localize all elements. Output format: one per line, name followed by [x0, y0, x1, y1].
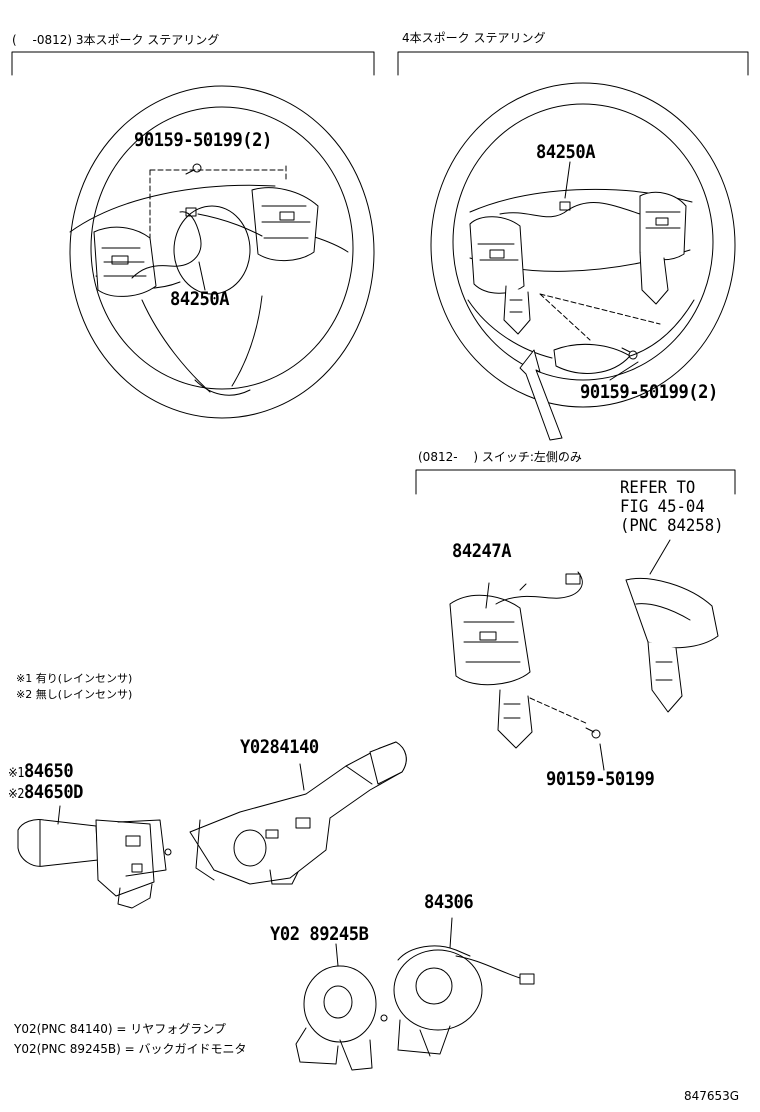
- steering-switch-left-three-spoke: [94, 227, 156, 296]
- leaders-sensor: [336, 944, 338, 966]
- part-number-84650: 84650: [23, 760, 74, 782]
- switch-harness-three-spoke: [132, 166, 286, 278]
- headlamp-switch: [18, 819, 171, 908]
- section-bracket-left-switch: [416, 470, 735, 494]
- part-number-84650d: 84650D: [23, 781, 84, 803]
- refer-line-3: (PNC 84258): [620, 516, 724, 536]
- steering-wheel-three-spoke: [70, 86, 374, 418]
- steering-switch-right-four-spoke: [640, 192, 686, 304]
- part-number-wiper-switch: Y0284140: [240, 736, 319, 758]
- part-number-switch-four-spoke: 84250A: [536, 141, 596, 163]
- section-title-four-spoke: 4本スポーク ステアリング: [402, 31, 546, 45]
- part-number-bolt-single: 90159-50199: [546, 768, 655, 790]
- figure-code: 847653G: [684, 1089, 740, 1103]
- note-with-rain-sensor: ※1 有り(レインセンサ): [16, 672, 133, 685]
- refer-line-1: REFER TO: [620, 478, 696, 498]
- switch-harness-four-spoke: [500, 202, 660, 340]
- leaders-left-switch: [486, 540, 670, 770]
- bolt-84247a: [586, 728, 600, 738]
- sensor-89245b: [296, 966, 387, 1070]
- note-marker-2: ※2: [8, 787, 24, 802]
- refer-line-2: FIG 45-04: [620, 497, 705, 517]
- part-number-headlamp-1: ※184650: [8, 760, 74, 782]
- legend-rear-fog: Y02(PNC 84140) = リヤフォグランプ: [14, 1022, 226, 1036]
- bolt-three-spoke: [186, 164, 201, 174]
- note-marker-1: ※1: [8, 766, 24, 781]
- wiper-switch: [190, 742, 406, 884]
- steering-switch-left-four-spoke: [470, 217, 530, 334]
- section-bracket-three-spoke: [12, 52, 374, 75]
- leaders-wiper: [300, 764, 304, 790]
- switch-cover-refer: [626, 578, 718, 712]
- bolt-four-spoke: [622, 348, 637, 359]
- part-number-switch-84247a: 84247A: [452, 540, 512, 562]
- switch-assembly-84247a: [450, 572, 588, 748]
- part-number-bolt-three-spoke: 90159-50199(2): [134, 129, 272, 151]
- part-number-spiral-cable: 84306: [424, 891, 474, 913]
- part-number-bolt-four-spoke: 90159-50199(2): [580, 381, 718, 403]
- arrow-four-spoke: [520, 350, 562, 440]
- part-number-sensor: Y02 89245B: [270, 923, 369, 945]
- section-bracket-four-spoke: [398, 52, 748, 75]
- part-number-headlamp-2: ※284650D: [8, 783, 83, 802]
- section-title-three-spoke: ( -0812) 3本スポーク ステアリング: [12, 33, 220, 47]
- leaders-three-spoke: [199, 262, 205, 290]
- section-title-left-switch: (0812- ) スイッチ:左側のみ: [418, 450, 582, 464]
- leaders-headlamp: [58, 806, 60, 824]
- leaders-four-spoke: [565, 162, 638, 380]
- part-number-switch-three-spoke: 84250A: [170, 288, 230, 310]
- refer-note: REFER TO FIG 45-04 (PNC 84258): [620, 479, 724, 536]
- note-without-rain-sensor: ※2 無し(レインセンサ): [16, 688, 133, 701]
- spiral-cable-84306: [394, 946, 534, 1056]
- leaders-spiral: [450, 918, 452, 948]
- steering-switch-right-three-spoke: [252, 188, 318, 261]
- legend-back-guide-monitor: Y02(PNC 89245B) = バックガイドモニタ: [14, 1042, 247, 1056]
